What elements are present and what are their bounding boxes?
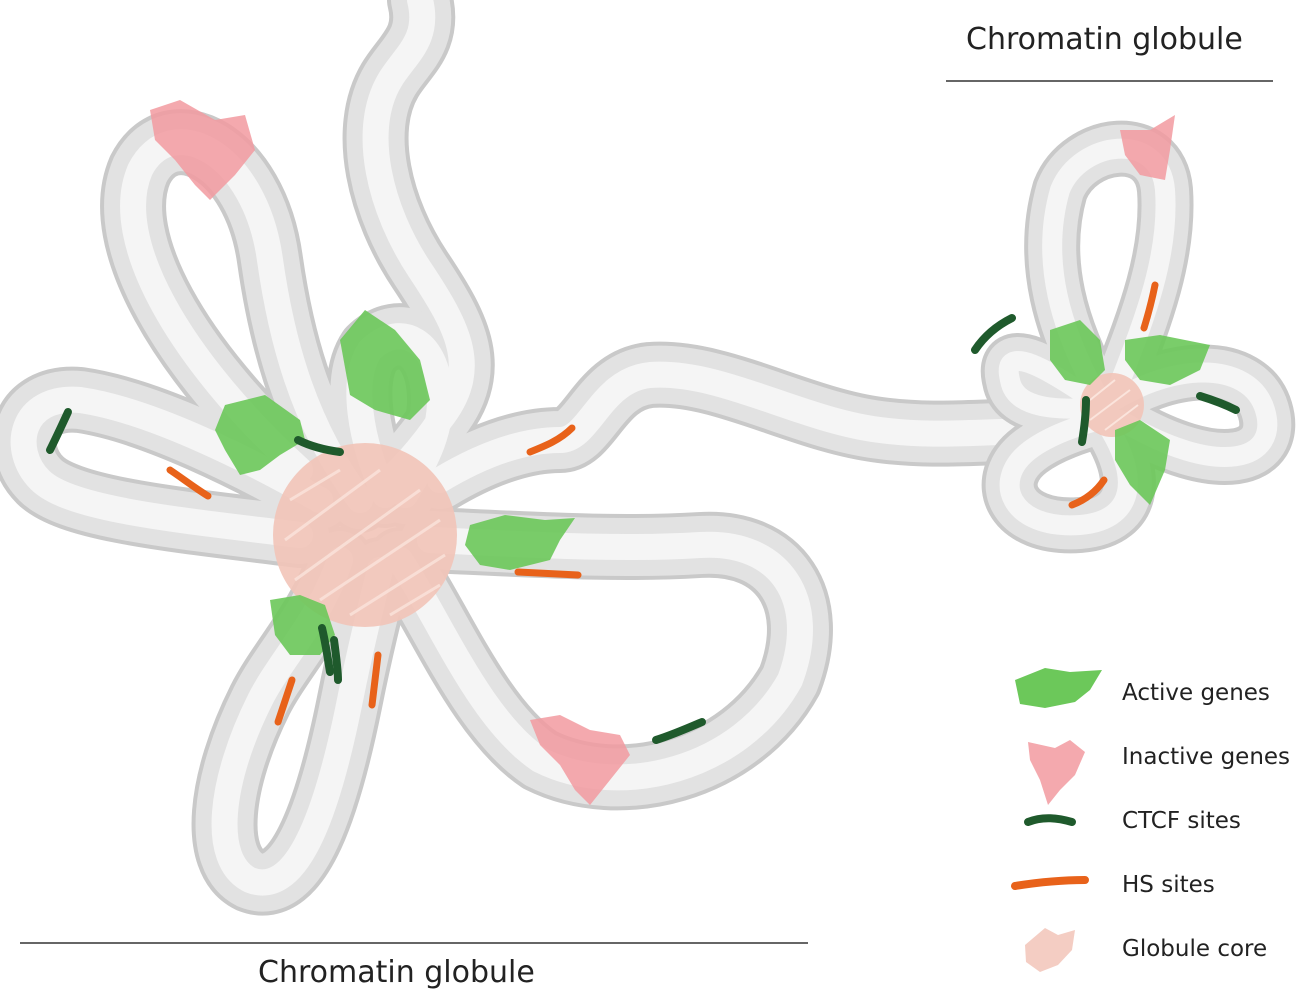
legend-label-globule-core: Globule core bbox=[1122, 936, 1268, 962]
hs-site-mark bbox=[1068, 476, 1108, 509]
left-globule-core bbox=[273, 443, 457, 627]
ctcf-site-mark bbox=[330, 636, 342, 684]
hs-site-mark bbox=[514, 568, 582, 579]
ctcf-site-icon bbox=[1024, 814, 1076, 826]
ctcf-site-mark bbox=[46, 408, 72, 454]
active-gene-mark bbox=[340, 310, 430, 420]
active-gene-mark bbox=[215, 395, 305, 475]
hs-site-icon bbox=[1011, 876, 1089, 890]
inactive-gene-mark bbox=[1120, 115, 1175, 180]
ctcf-site-mark bbox=[1196, 392, 1240, 414]
ctcf-site-mark bbox=[318, 624, 334, 676]
hs-site-mark bbox=[1140, 281, 1159, 332]
active-gene-mark bbox=[1125, 335, 1210, 385]
right-globule-rule bbox=[946, 80, 1273, 82]
active-gene-mark bbox=[465, 515, 575, 570]
legend-label-hs-sites: HS sites bbox=[1122, 872, 1215, 898]
left-globule-caption: Chromatin globule bbox=[258, 955, 535, 990]
inactive-gene-mark bbox=[150, 100, 255, 200]
left-globule-fiber bbox=[0, 0, 1073, 916]
active-gene-mark bbox=[270, 595, 335, 655]
globule-core-icon bbox=[1025, 928, 1075, 972]
legend-label-ctcf-sites: CTCF sites bbox=[1122, 808, 1241, 834]
active-genes bbox=[215, 310, 1210, 655]
ctcf-sites bbox=[46, 314, 1240, 744]
ctcf-site-mark bbox=[1078, 396, 1090, 446]
legend-label-inactive-genes: Inactive genes bbox=[1122, 744, 1291, 770]
inactive-gene-mark bbox=[530, 715, 630, 805]
inactive-gene-icon bbox=[1028, 740, 1085, 805]
active-gene-mark bbox=[1115, 420, 1170, 505]
inactive-genes bbox=[150, 100, 1175, 805]
ctcf-site-mark bbox=[652, 718, 706, 744]
left-globule-rule bbox=[20, 942, 808, 944]
ctcf-site-mark bbox=[971, 314, 1016, 354]
ctcf-site-mark bbox=[294, 436, 344, 456]
hs-site-mark bbox=[166, 466, 212, 500]
hs-site-mark bbox=[526, 424, 576, 456]
active-gene-icon bbox=[1015, 668, 1102, 708]
legend-icons bbox=[1011, 668, 1102, 972]
right-globule-core bbox=[1080, 373, 1144, 437]
hs-site-mark bbox=[368, 651, 382, 709]
hs-site-mark bbox=[274, 676, 296, 726]
active-gene-mark bbox=[1050, 320, 1105, 385]
legend-label-active-genes: Active genes bbox=[1122, 680, 1270, 706]
hs-sites bbox=[166, 281, 1159, 726]
right-globule-caption: Chromatin globule bbox=[966, 22, 1243, 57]
